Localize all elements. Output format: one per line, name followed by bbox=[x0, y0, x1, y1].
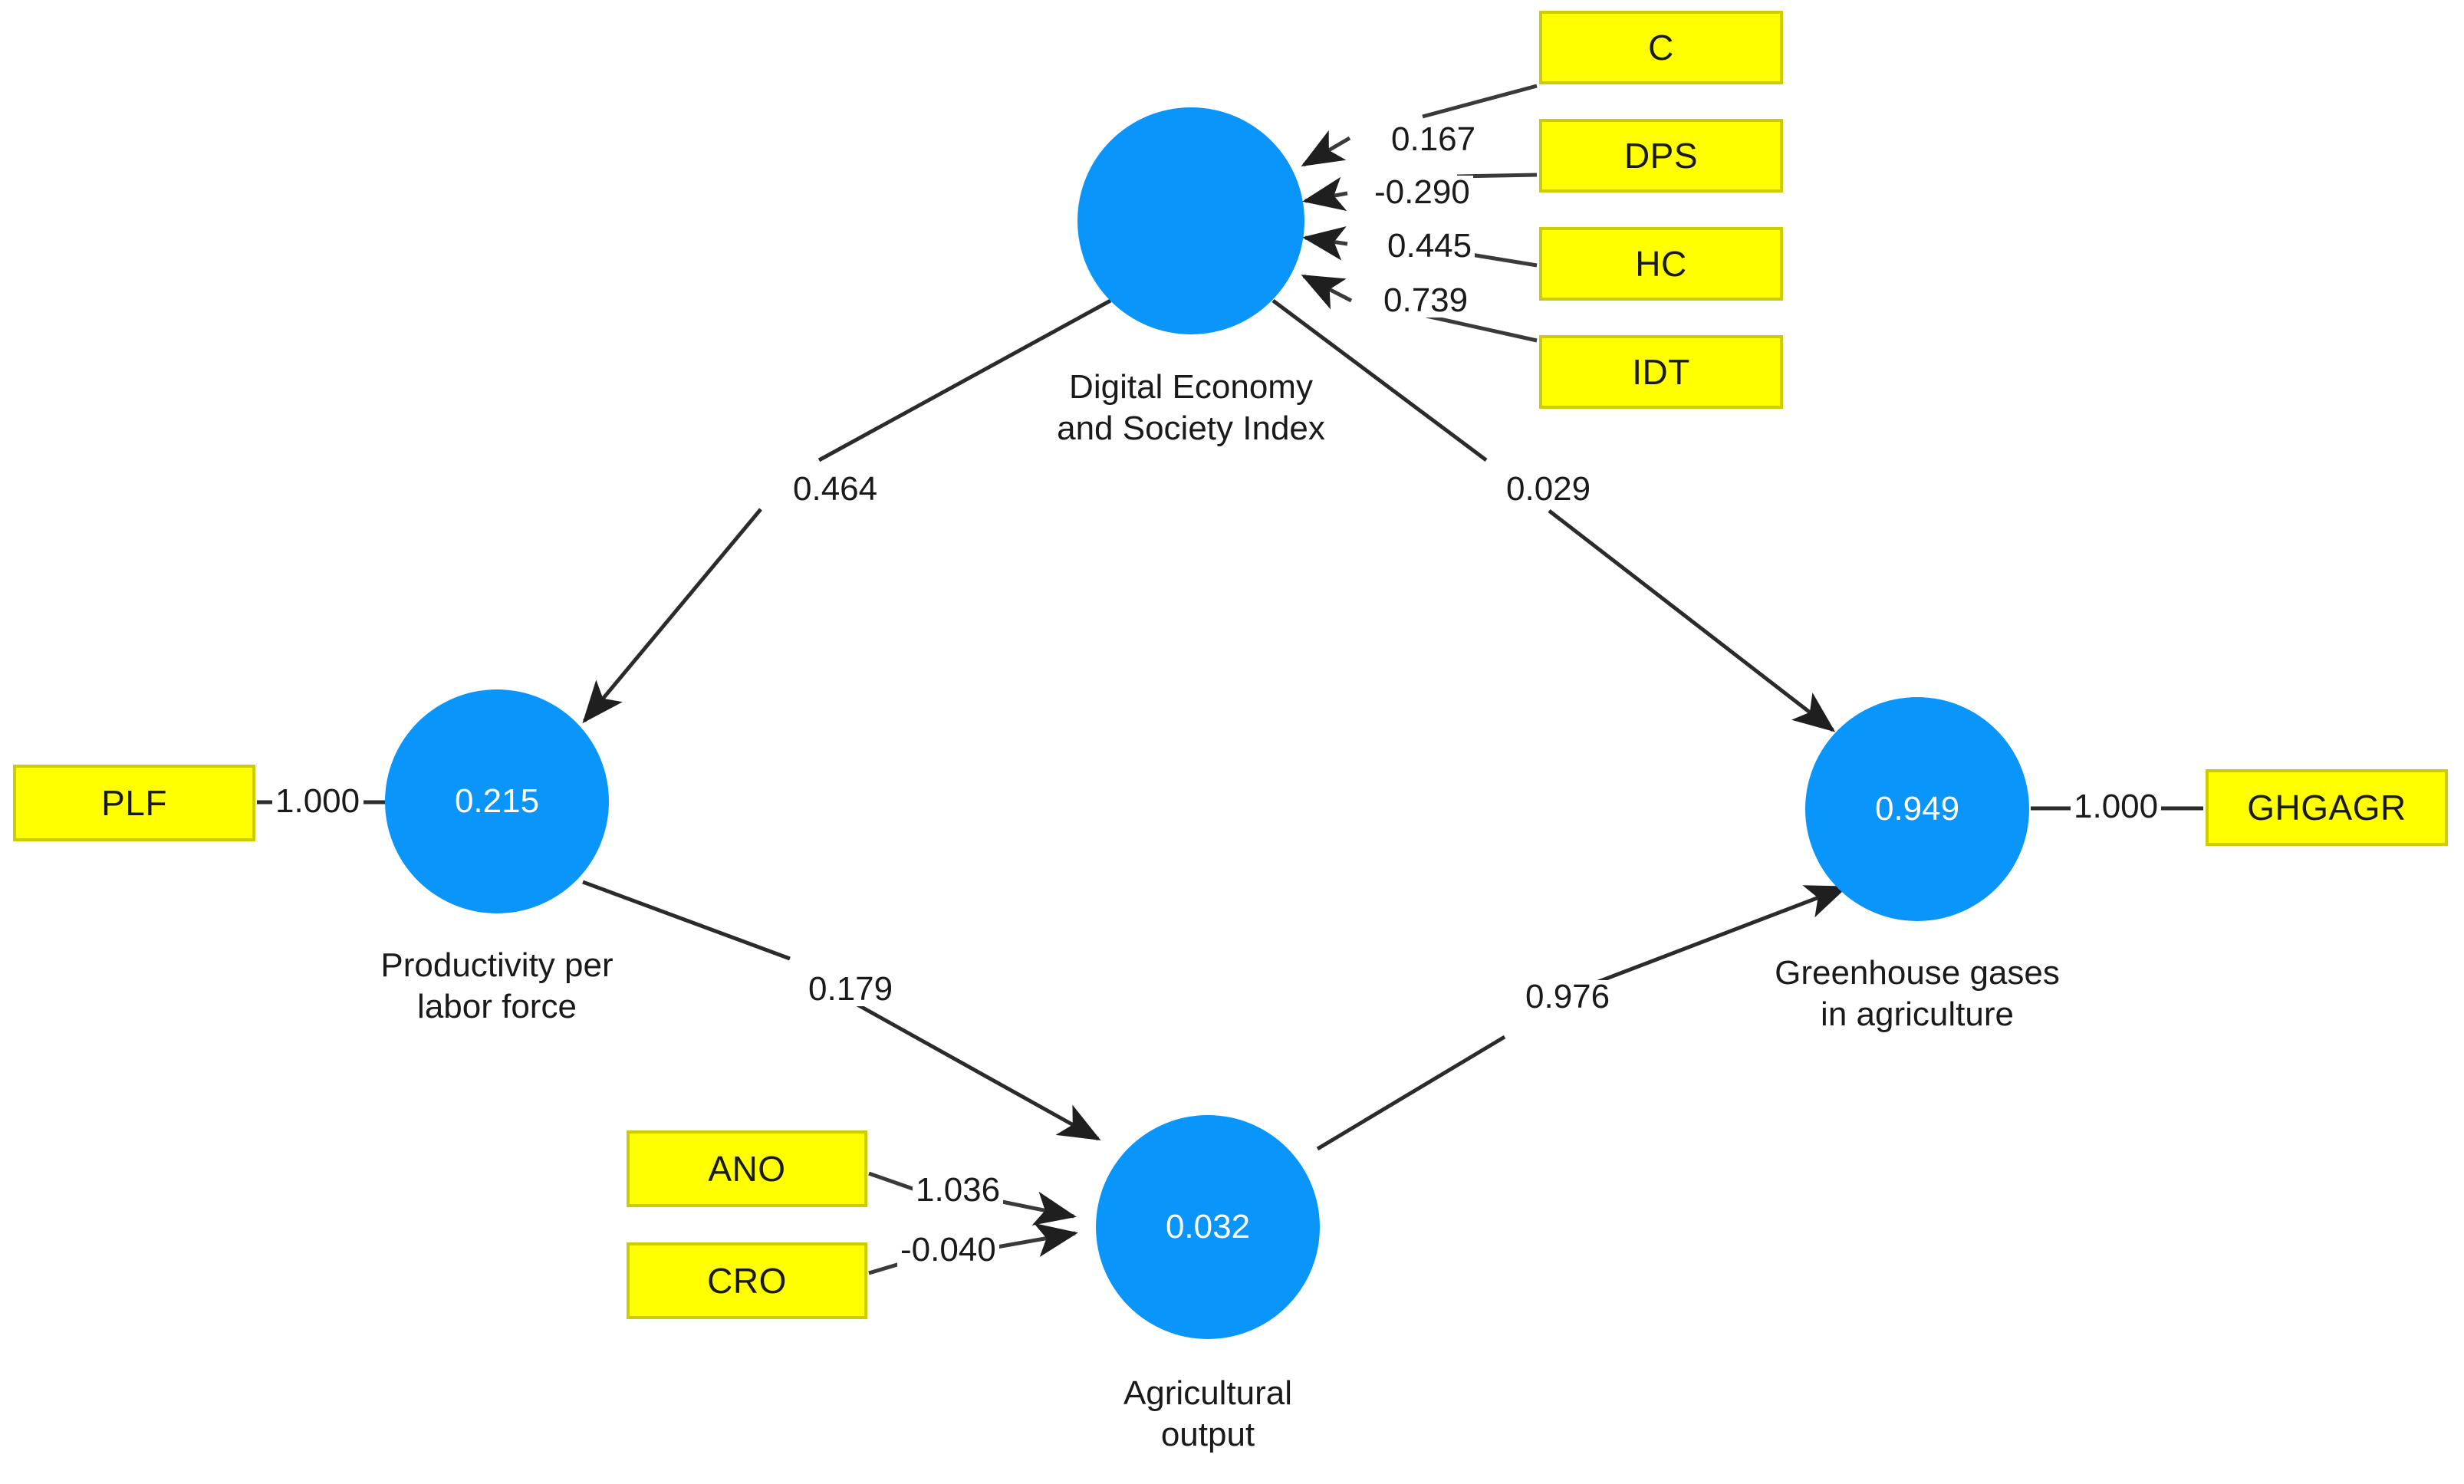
observed-label-dps: DPS bbox=[1623, 136, 1699, 176]
construct-label-desi: Digital Economy and Society Index bbox=[1057, 368, 1325, 447]
observed-label-idt: IDT bbox=[1632, 352, 1690, 392]
observed-label-ano: ANO bbox=[708, 1149, 786, 1189]
observed-label-cro: CRO bbox=[707, 1261, 787, 1301]
observed-box-cro[interactable]: CRO bbox=[627, 1242, 867, 1319]
observed-box-idt[interactable]: IDT bbox=[1539, 335, 1783, 409]
latent-circle-greenhouse-gases[interactable]: 0.949 bbox=[1805, 697, 2029, 921]
observed-label-c: C bbox=[1648, 28, 1674, 67]
observed-box-hc[interactable]: HC bbox=[1539, 227, 1783, 301]
construct-label-productivity: Productivity per labor force bbox=[380, 946, 614, 1025]
loading-label-ghgagr: 1.000 bbox=[2071, 790, 2162, 824]
construct-label-agricultural-output: Agricultural output bbox=[1123, 1374, 1293, 1453]
observed-label-plf: PLF bbox=[101, 783, 167, 823]
loading-label-c: 0.167 bbox=[1388, 123, 1479, 156]
path-label-productivity-to-agoutput: 0.179 bbox=[805, 972, 896, 1006]
observed-box-plf[interactable]: PLF bbox=[13, 765, 255, 841]
loading-label-dps: -0.290 bbox=[1371, 176, 1473, 209]
observed-label-hc: HC bbox=[1635, 244, 1687, 284]
observed-label-ghgagr: GHGAGR bbox=[2247, 788, 2406, 828]
latent-r2-productivity: 0.215 bbox=[454, 782, 540, 820]
loading-label-plf: 1.000 bbox=[272, 785, 364, 818]
observed-box-dps[interactable]: DPS bbox=[1539, 119, 1783, 192]
observed-box-ano[interactable]: ANO bbox=[627, 1130, 867, 1207]
path-label-desi-to-productivity: 0.464 bbox=[790, 472, 881, 506]
path-label-desi-to-greenhouse: 0.029 bbox=[1503, 472, 1594, 506]
loading-label-cro: -0.040 bbox=[897, 1233, 999, 1267]
loading-label-hc: 0.445 bbox=[1384, 229, 1475, 263]
observed-box-ghgagr[interactable]: GHGAGR bbox=[2206, 769, 2448, 846]
loading-label-idt: 0.739 bbox=[1380, 284, 1472, 318]
loading-label-ano: 1.036 bbox=[913, 1173, 1004, 1207]
latent-r2-greenhouse-gases: 0.949 bbox=[1874, 790, 1960, 828]
latent-circle-desi[interactable] bbox=[1077, 107, 1304, 334]
construct-label-greenhouse-gases: Greenhouse gases in agriculture bbox=[1775, 954, 2060, 1033]
path-label-agoutput-to-greenhouse: 0.976 bbox=[1522, 980, 1614, 1014]
latent-circle-productivity[interactable]: 0.215 bbox=[385, 689, 609, 913]
latent-circle-agricultural-output[interactable]: 0.032 bbox=[1096, 1115, 1320, 1339]
observed-box-c[interactable]: C bbox=[1539, 11, 1783, 84]
latent-r2-agricultural-output: 0.032 bbox=[1165, 1208, 1251, 1245]
